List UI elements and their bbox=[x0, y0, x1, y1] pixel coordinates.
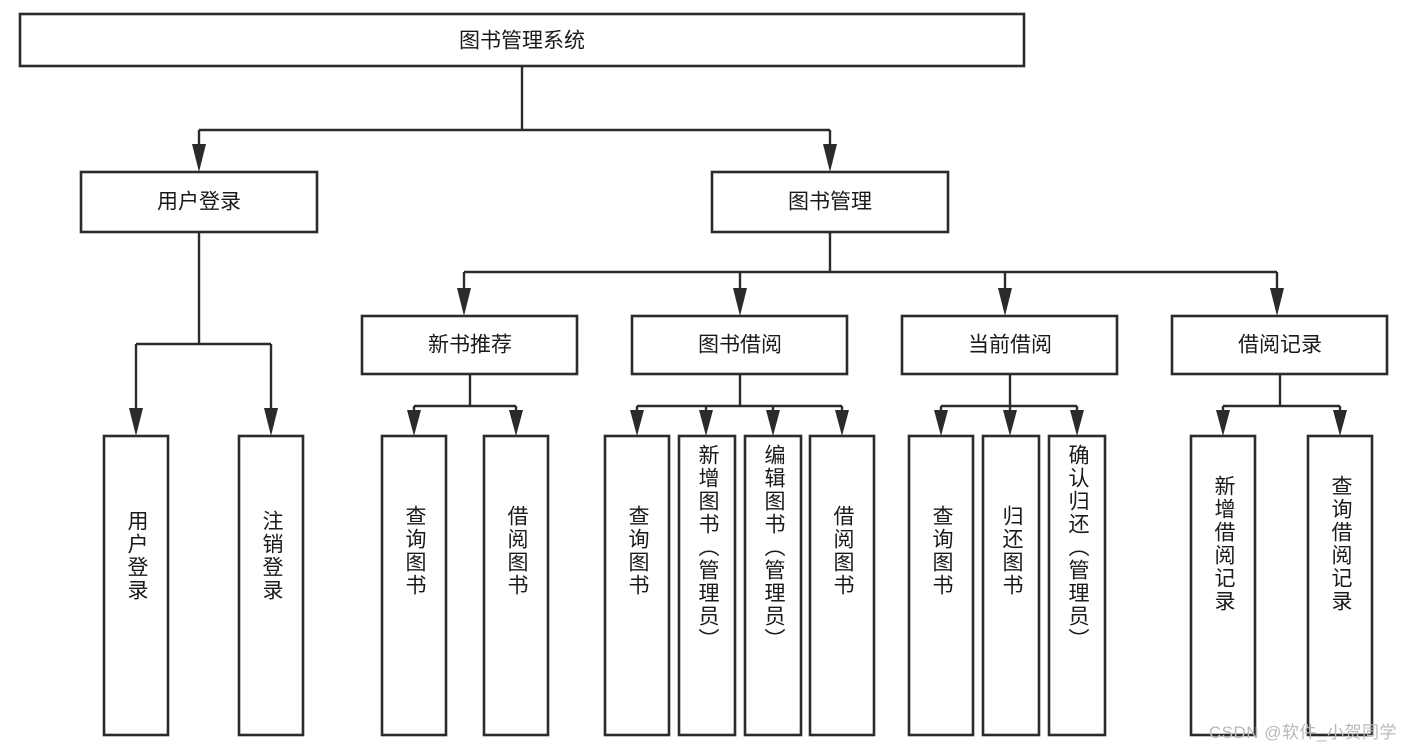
arrow-head-icon bbox=[1070, 410, 1084, 436]
node-book-management-label: 图书管理 bbox=[788, 191, 872, 214]
connector-current-borrow-to-leaves bbox=[934, 374, 1084, 436]
node-borrow-record[interactable]: 借阅记录 bbox=[1170, 314, 1389, 376]
node-root[interactable]: 图书管理系统 bbox=[18, 12, 1026, 68]
arrow-head-icon bbox=[457, 288, 471, 316]
node-current-borrow-box[interactable] bbox=[900, 314, 1119, 376]
leaf-box-user-login[interactable] bbox=[102, 434, 170, 737]
arrow-head-icon bbox=[509, 410, 523, 436]
node-current-borrow[interactable]: 当前借阅 bbox=[900, 314, 1119, 376]
connector-new-book-recommend-to-leaves bbox=[407, 374, 523, 436]
leaf-box-borrow-book-recommend[interactable] bbox=[482, 434, 550, 737]
leaf-box-edit-book-admin[interactable] bbox=[743, 434, 803, 737]
node-user-login-label: 用户登录 bbox=[157, 191, 241, 214]
leaf-box-query-book-recommend[interactable] bbox=[380, 434, 448, 737]
connector-borrow-record-to-leaves bbox=[1216, 374, 1347, 436]
node-new-book-recommend-label: 新书推荐 bbox=[428, 334, 512, 357]
leaf-box-query-borrow-record[interactable] bbox=[1306, 434, 1374, 737]
arrow-head-icon bbox=[835, 410, 849, 436]
arrow-head-icon bbox=[998, 288, 1012, 316]
leaf-box-query-book-current[interactable] bbox=[907, 434, 975, 737]
arrow-head-icon bbox=[129, 408, 143, 436]
arrow-head-icon bbox=[1270, 288, 1284, 316]
node-new-book-recommend-box[interactable] bbox=[360, 314, 579, 376]
node-book-borrow-label: 图书借阅 bbox=[698, 334, 782, 357]
node-user-login[interactable]: 用户登录 bbox=[79, 170, 319, 234]
leaf-box-return-book[interactable] bbox=[981, 434, 1041, 737]
arrow-head-icon bbox=[1216, 410, 1230, 436]
arrow-head-icon bbox=[1333, 410, 1347, 436]
node-book-borrow[interactable]: 图书借阅 bbox=[630, 314, 849, 376]
node-root-label: 图书管理系统 bbox=[459, 30, 585, 53]
arrow-head-icon bbox=[766, 410, 780, 436]
arrow-head-icon bbox=[407, 410, 421, 436]
leaf-box-query-book-borrow[interactable] bbox=[603, 434, 671, 737]
node-borrow-record-label: 借阅记录 bbox=[1238, 334, 1322, 357]
leaf-box-logout[interactable] bbox=[237, 434, 305, 737]
arrow-head-icon bbox=[699, 410, 713, 436]
arrow-head-icon bbox=[630, 410, 644, 436]
node-new-book-recommend[interactable]: 新书推荐 bbox=[360, 314, 579, 376]
csdn-watermark: CSDN @软件_小贺同学 bbox=[1208, 723, 1397, 742]
arrow-head-icon bbox=[264, 408, 278, 436]
arrow-head-icon bbox=[733, 288, 747, 316]
node-user-login-box[interactable] bbox=[79, 170, 319, 234]
node-book-management[interactable]: 图书管理 bbox=[710, 170, 950, 234]
arrow-head-icon bbox=[192, 144, 206, 172]
arrow-head-icon bbox=[823, 144, 837, 172]
connector-book-management-to-level3 bbox=[457, 232, 1284, 316]
leaf-box-add-book-admin[interactable] bbox=[677, 434, 737, 737]
node-root-box[interactable] bbox=[18, 12, 1026, 68]
connector-user-login-to-leaves bbox=[129, 232, 278, 436]
arrow-head-icon bbox=[1003, 410, 1017, 436]
connector-book-borrow-to-leaves bbox=[630, 374, 849, 436]
node-current-borrow-label: 当前借阅 bbox=[968, 334, 1052, 357]
leaf-box-borrow-book[interactable] bbox=[808, 434, 876, 737]
leaf-box-confirm-return-admin[interactable] bbox=[1047, 434, 1107, 737]
connector-root-to-level2 bbox=[192, 66, 837, 172]
leaf-box-add-borrow-record[interactable] bbox=[1189, 434, 1257, 737]
arrow-head-icon bbox=[934, 410, 948, 436]
